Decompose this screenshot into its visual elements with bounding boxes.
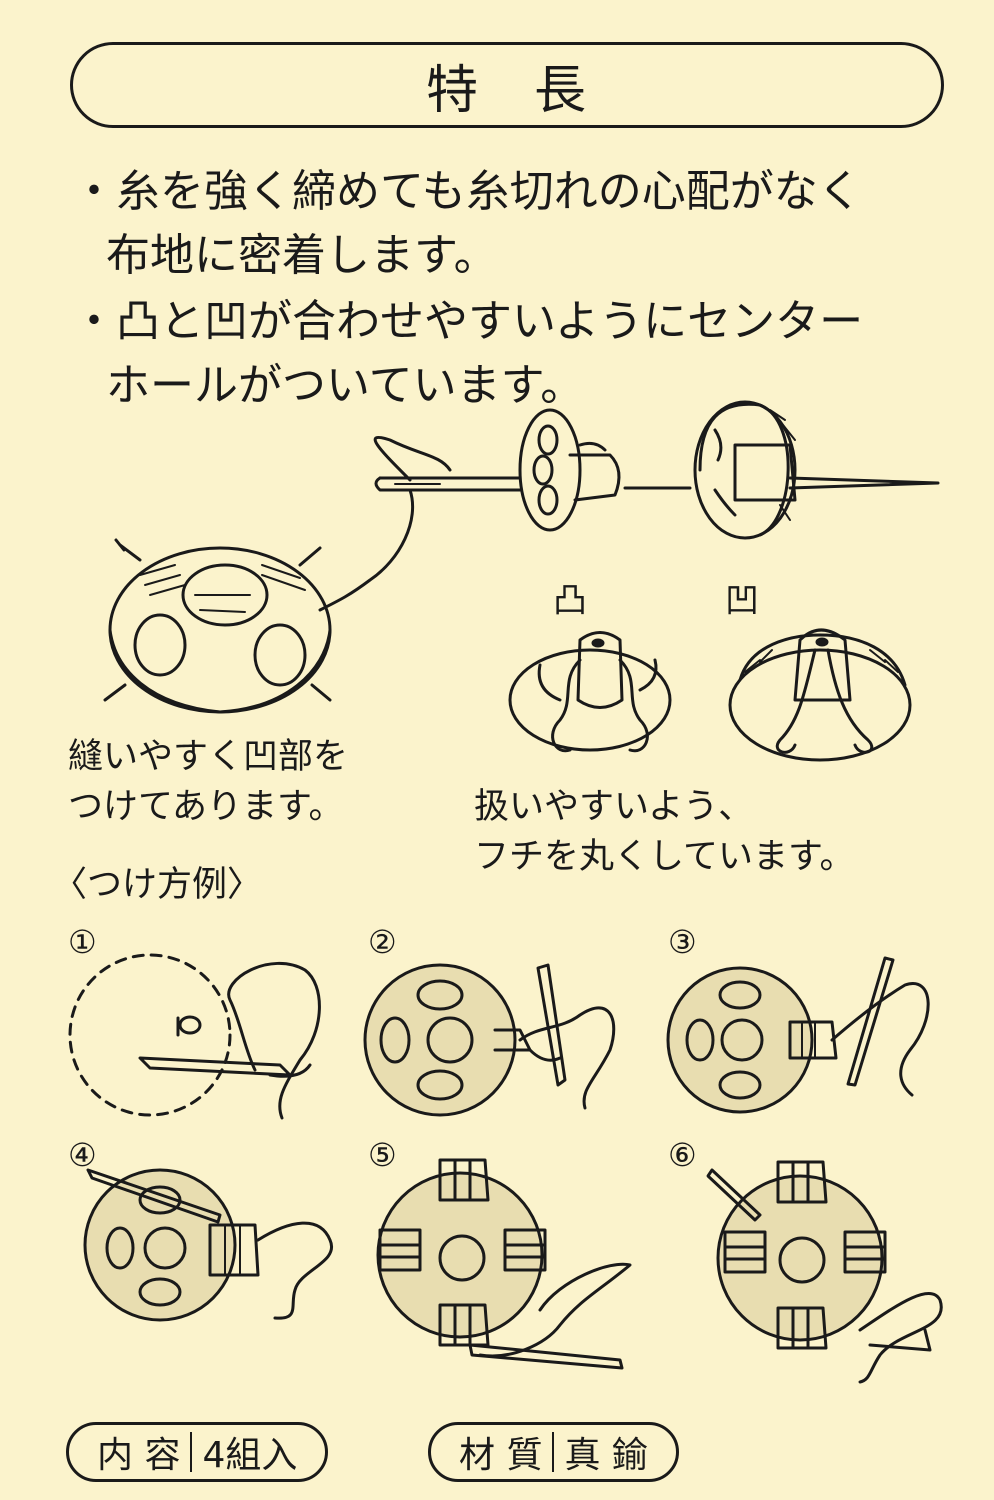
contents-separator <box>190 1432 193 1472</box>
male-label: 凸 <box>553 581 587 621</box>
recess-caption-line1: 縫いやすく凹部を <box>68 737 349 777</box>
step-3-number: ③ <box>668 923 697 961</box>
recess-caption: 縫いやすく凹部を つけてあります。 <box>68 732 348 832</box>
step-5-illustration <box>376 1158 632 1370</box>
step-2-illustration <box>363 963 616 1117</box>
material-separator <box>552 1432 555 1472</box>
needle-illustration <box>318 400 940 612</box>
contents-label: 内 容 <box>97 1435 181 1476</box>
step-6-number: ⑥ <box>668 1136 697 1174</box>
step-4-illustration <box>83 1168 334 1322</box>
feature-1-line2: 布地に密着します。 <box>106 230 498 281</box>
rounded-caption-line2: フチを丸くしています。 <box>474 837 855 877</box>
title: 特 長 <box>425 60 588 121</box>
feature-1: ・糸を強く締めても糸切れの心配がなく 布地に密着します。 <box>72 160 862 288</box>
recess-snap-illustration <box>103 538 332 714</box>
title-box: 特 長 <box>70 42 944 128</box>
how-to-heading: 〈つけ方例〉 <box>52 865 263 905</box>
material-pill: 材 質 真 鍮 <box>428 1422 679 1482</box>
step-1-illustration <box>68 953 321 1120</box>
rounded-caption-line1: 扱いやすいよう、 <box>474 787 754 827</box>
rounded-caption: 扱いやすいよう、 フチを丸くしています。 <box>474 782 854 882</box>
contents-value: 4組入 <box>202 1435 298 1476</box>
rounded-edge-illustration <box>508 628 912 762</box>
step-3-illustration <box>666 956 930 1114</box>
step-6-illustration <box>706 1160 943 1384</box>
feature-2: ・凸と凹が合わせやすいようにセンター ホールがついています。 <box>72 290 863 418</box>
contents-pill: 内 容 4組入 <box>66 1422 329 1482</box>
feature-2-line1: ・凸と凹が合わせやすいようにセンター <box>72 296 864 347</box>
feature-1-line1: ・糸を強く締めても糸切れの心配がなく <box>72 166 862 217</box>
material-value: 真 鍮 <box>564 1435 648 1476</box>
recess-caption-line2: つけてあります。 <box>68 787 344 827</box>
step-4-number: ④ <box>68 1136 97 1174</box>
feature-2-line2: ホールがついています。 <box>106 360 585 411</box>
female-label: 凹 <box>725 581 759 621</box>
step-5-number: ⑤ <box>368 1136 397 1174</box>
step-1-number: ① <box>68 923 97 961</box>
step-2-number: ② <box>368 923 397 961</box>
material-label: 材 質 <box>459 1435 543 1476</box>
